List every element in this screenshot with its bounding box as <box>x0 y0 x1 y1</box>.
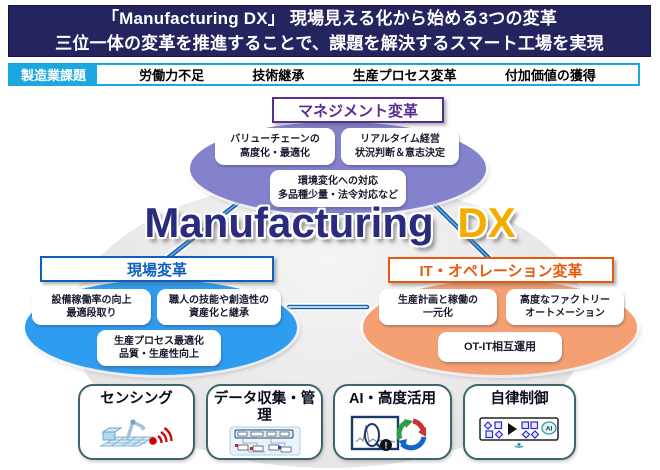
challenge-items: 労働力不足 技術継承 生産プロセス変革 付加価値の獲得 <box>97 65 638 84</box>
process-flow-ai-icon: AI <box>474 408 566 458</box>
pill-equipment-utilization: 設備稼働率の向上 最適段取り <box>32 289 151 325</box>
it-ops-title: IT・オペレーション変革 <box>388 257 614 283</box>
tech-box-ai-utilization: AI・高度活用 ! <box>333 384 452 460</box>
header-line2: 三位一体の変革を推進することで、課題を解決するスマート工場を実現 <box>55 34 604 53</box>
pill-realtime-management: リアルタイム経営 状況判断＆意志決定 <box>341 128 459 165</box>
challenge-item-process: 生産プロセス変革 <box>352 68 457 83</box>
challenge-bar: 製造業課題 労働力不足 技術継承 生産プロセス変革 付加価値の獲得 <box>8 63 640 86</box>
challenge-item-value: 付加価値の獲得 <box>504 68 596 83</box>
svg-text:!: ! <box>384 440 387 450</box>
chart-analysis-cycle-icon: ! <box>347 408 439 458</box>
header-line1: 「Manufacturing DX」 現場見える化から始める3つの変革 <box>101 8 558 28</box>
robot-arm-signal-icon <box>91 408 183 458</box>
pill-production-plan: 生産計画と稼働の 一元化 <box>379 289 497 325</box>
pill-process-optimization: 生産プロセス最適化 品質・生産性向上 <box>97 330 221 366</box>
title-manufacturing: Manufacturing <box>144 199 434 246</box>
header-banner: 「Manufacturing DX」 現場見える化から始める3つの変革 三位一体… <box>8 5 651 57</box>
svg-text:AI: AI <box>545 425 552 432</box>
pill-craftsman-skills: 職人の技能や創造性の 資産化と継承 <box>157 289 281 325</box>
challenge-item-labor: 労働力不足 <box>139 68 205 83</box>
pill-factory-automation: 高度なファクトリー オートメーション <box>506 289 624 325</box>
pill-value-chain: バリューチェーンの 高度化・最適化 <box>215 128 335 165</box>
tech-box-data-collection: データ収集・管理 <box>206 384 323 460</box>
title-dx: DX <box>457 199 516 246</box>
data-flow-network-icon <box>219 424 311 458</box>
field-title: 現場変革 <box>40 256 274 282</box>
tech-box-sensing: センシング <box>78 384 195 460</box>
management-title: マネジメント変革 <box>272 97 444 123</box>
pill-environment-change: 環境変化への対応 多品種少量・法令対応など <box>270 170 406 207</box>
challenge-item-skills: 技術継承 <box>252 68 305 83</box>
pill-ot-it-interop: OT-IT相互運用 <box>438 332 562 362</box>
tech-box-autonomous-control: 自律制御 AI <box>463 384 576 460</box>
page-title: Manufacturing DX <box>0 199 660 247</box>
challenge-bar-label: 製造業課題 <box>10 65 98 84</box>
